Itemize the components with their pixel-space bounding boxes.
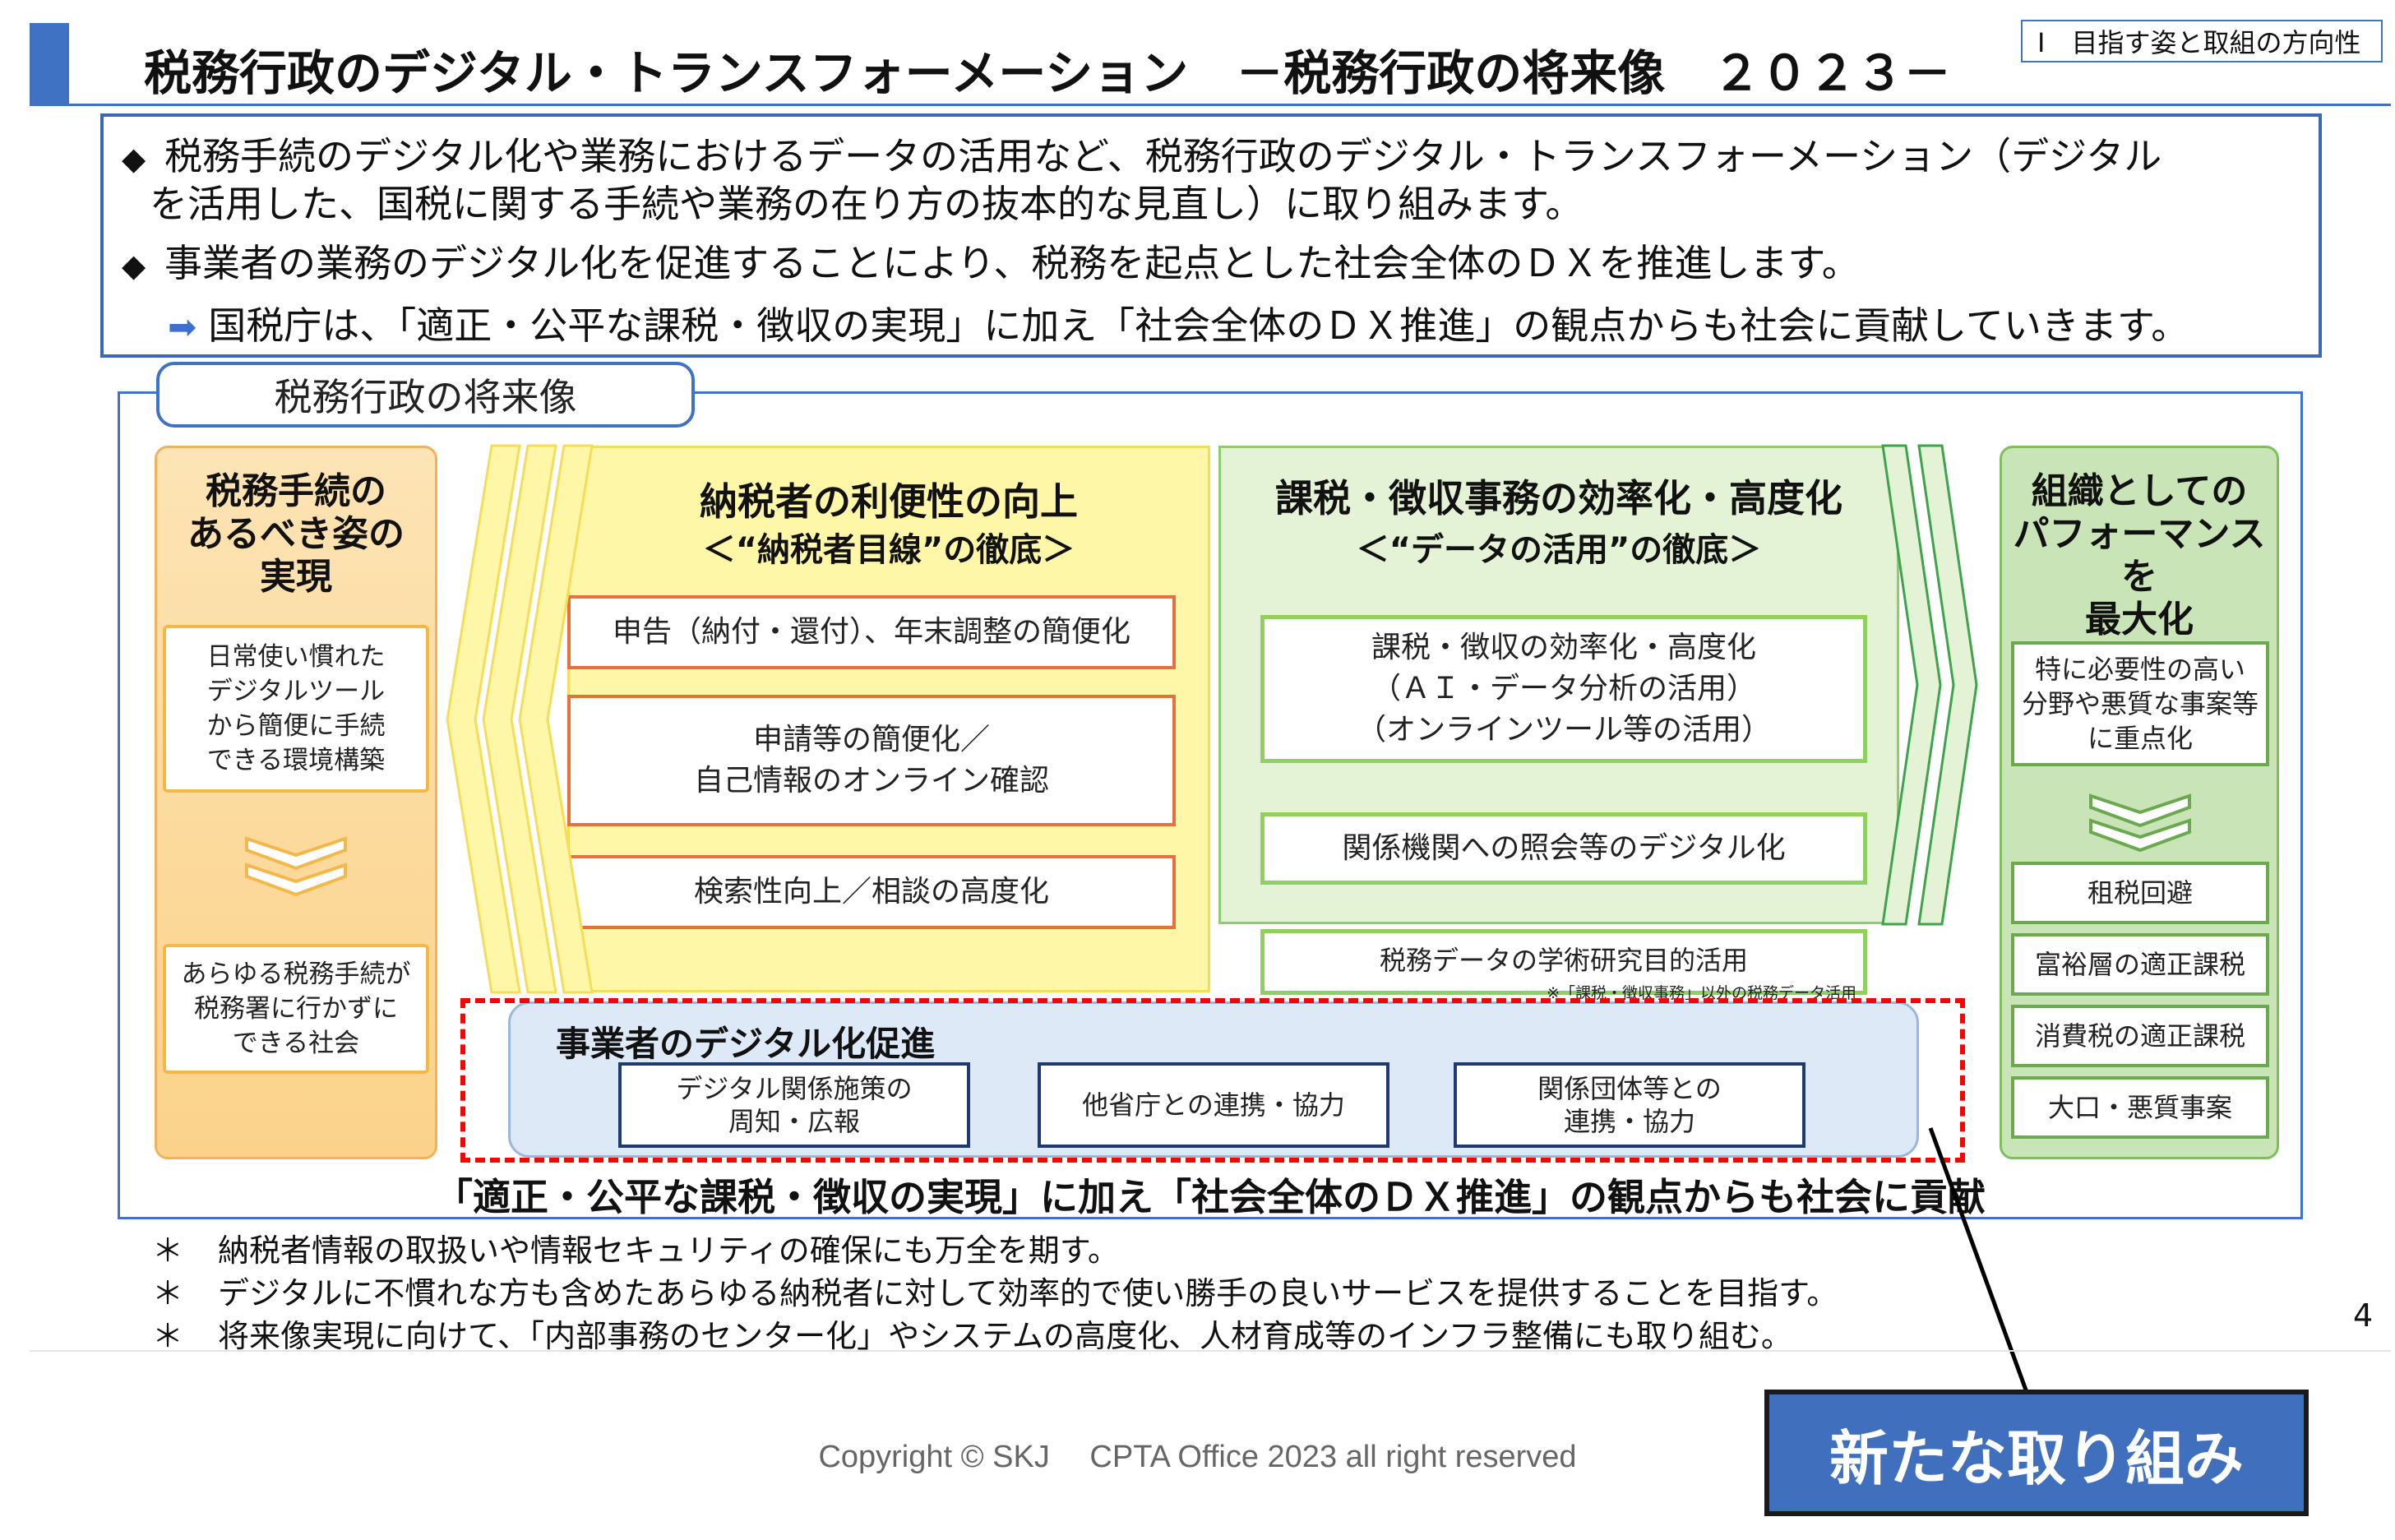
summary-line-3: ➡国税庁は、「適正・公平な課税・徴収の実現」に加え「社会全体のＤＸ推進」の観点か… bbox=[168, 303, 2189, 348]
ideal-procedure-card-1: 日常使い慣れた デジタルツール から簡便に手続 できる環境構築 bbox=[163, 625, 429, 793]
taxpayer-item: 申請等の簡便化／ 自己情報のオンライン確認 bbox=[567, 695, 1176, 826]
diamond-bullet-icon: ◆ bbox=[122, 247, 146, 284]
page-number: 4 bbox=[2353, 1297, 2374, 1334]
ideal-procedure-heading: 税務手続の あるべき姿の 実現 bbox=[187, 470, 405, 598]
copyright-text: Copyright © SKJ CPTA Office 2023 all rig… bbox=[818, 1440, 1577, 1474]
taxpayer-item: 検索性向上／相談の高度化 bbox=[567, 855, 1176, 929]
chevron-down-icon bbox=[2089, 793, 2191, 853]
section-tag: Ⅰ 目指す姿と取組の方向性 bbox=[2021, 20, 2383, 62]
bottom-slogan: 「適正・公平な課税・徴収の実現」に加え「社会全体のＤＸ推進」の観点からも社会に貢… bbox=[435, 1175, 1986, 1219]
efficiency-item: 課税・徴収の効率化・高度化 （ＡＩ・データ分析の活用） （オンラインツール等の活… bbox=[1260, 615, 1867, 763]
page-title: 税務行政のデジタル・トランスフォーメーション －税務行政の将来像 ２０２３－ bbox=[144, 45, 1952, 101]
summary-line-2: ◆事業者の業務のデジタル化を促進することにより、税務を起点とした社会全体のＤＸを… bbox=[122, 241, 1860, 285]
chevron-down-icon bbox=[245, 836, 347, 897]
title-accent-bar bbox=[30, 23, 69, 105]
business-digital-title: 事業者のデジタル化促進 bbox=[556, 1024, 936, 1064]
taxpayer-convenience-subtitle: ＜“納税者目線”の徹底＞ bbox=[702, 531, 1075, 569]
right-arrow-icon: ➡ bbox=[168, 307, 197, 347]
research-use-card: 税務データの学術研究目的活用 ※「課税・徴収事務」以外の税務データ活用 bbox=[1260, 929, 1867, 1002]
summary-box: ◆税務手続のデジタル化や業務におけるデータの活用など、税務行政のデジタル・トラン… bbox=[100, 113, 2322, 358]
note-item: ＊将来像実現に向けて、「内部事務のセンター化」やシステムの高度化、人材育成等のイ… bbox=[152, 1311, 1792, 1356]
new-initiative-callout: 新たな取り組み bbox=[1764, 1390, 2309, 1516]
business-digital-item: 他省庁との連携・協力 bbox=[1038, 1062, 1389, 1148]
asterisk-icon: ＊ bbox=[152, 1275, 184, 1311]
note-item: ＊デジタルに不慣れな方も含めたあらゆる納税者に対して効率的で使い勝手の良いサービ… bbox=[152, 1268, 1838, 1313]
efficiency-subtitle: ＜“データの活用”の徹底＞ bbox=[1356, 531, 1762, 569]
efficiency-title: 課税・徴収事務の効率化・高度化 bbox=[1275, 476, 1842, 520]
research-use-note: ※「課税・徴収事務」以外の税務データ活用 bbox=[1547, 984, 1856, 1002]
business-digital-item: 関係団体等との 連携・協力 bbox=[1454, 1062, 1805, 1148]
future-vision-title: 税務行政の将来像 bbox=[156, 362, 695, 428]
organization-item: 租税回避 bbox=[2011, 862, 2269, 924]
organization-focus-card: 特に必要性の高い 分野や悪質な事案等 に重点化 bbox=[2011, 641, 2269, 766]
diamond-bullet-icon: ◆ bbox=[122, 141, 146, 177]
title-underline bbox=[30, 104, 2391, 106]
organization-item: 富裕層の適正課税 bbox=[2011, 933, 2269, 996]
callout-pointer-line bbox=[1928, 1127, 2030, 1395]
asterisk-icon: ＊ bbox=[152, 1232, 184, 1269]
research-use-label: 税務データの学術研究目的活用 bbox=[1379, 945, 1748, 976]
summary-line-1b: を活用した、国税に関する手続や業務の在り方の抜本的な見直し）に取り組みます。 bbox=[150, 182, 1584, 226]
footer-divider bbox=[30, 1350, 2391, 1352]
organization-heading: 組織としての パフォーマンスを 最大化 bbox=[2013, 470, 2266, 641]
taxpayer-item: 申告（納付・還付）、年末調整の簡便化 bbox=[567, 595, 1176, 669]
organization-item: 大口・悪質事案 bbox=[2011, 1076, 2269, 1139]
organization-item: 消費税の適正課税 bbox=[2011, 1005, 2269, 1067]
note-item: ＊納税者情報の取扱いや情報セキュリティの確保にも万全を期す。 bbox=[152, 1225, 1119, 1270]
efficiency-item: 関係機関への照会等のデジタル化 bbox=[1260, 812, 1867, 885]
summary-line-1: ◆税務手続のデジタル化や業務におけるデータの活用など、税務行政のデジタル・トラン… bbox=[122, 134, 2162, 178]
taxpayer-convenience-title: 納税者の利便性の向上 bbox=[700, 479, 1078, 524]
ideal-procedure-card-2: あらゆる税務手続が 税務署に行かずに できる社会 bbox=[163, 944, 429, 1074]
green-chevron-icon bbox=[1881, 444, 1978, 926]
yellow-chevron-icon bbox=[446, 444, 594, 994]
business-digital-item: デジタル関係施策の 周知・広報 bbox=[618, 1062, 970, 1148]
new-initiative-dashed-frame bbox=[460, 998, 1965, 1163]
asterisk-icon: ＊ bbox=[152, 1318, 184, 1354]
